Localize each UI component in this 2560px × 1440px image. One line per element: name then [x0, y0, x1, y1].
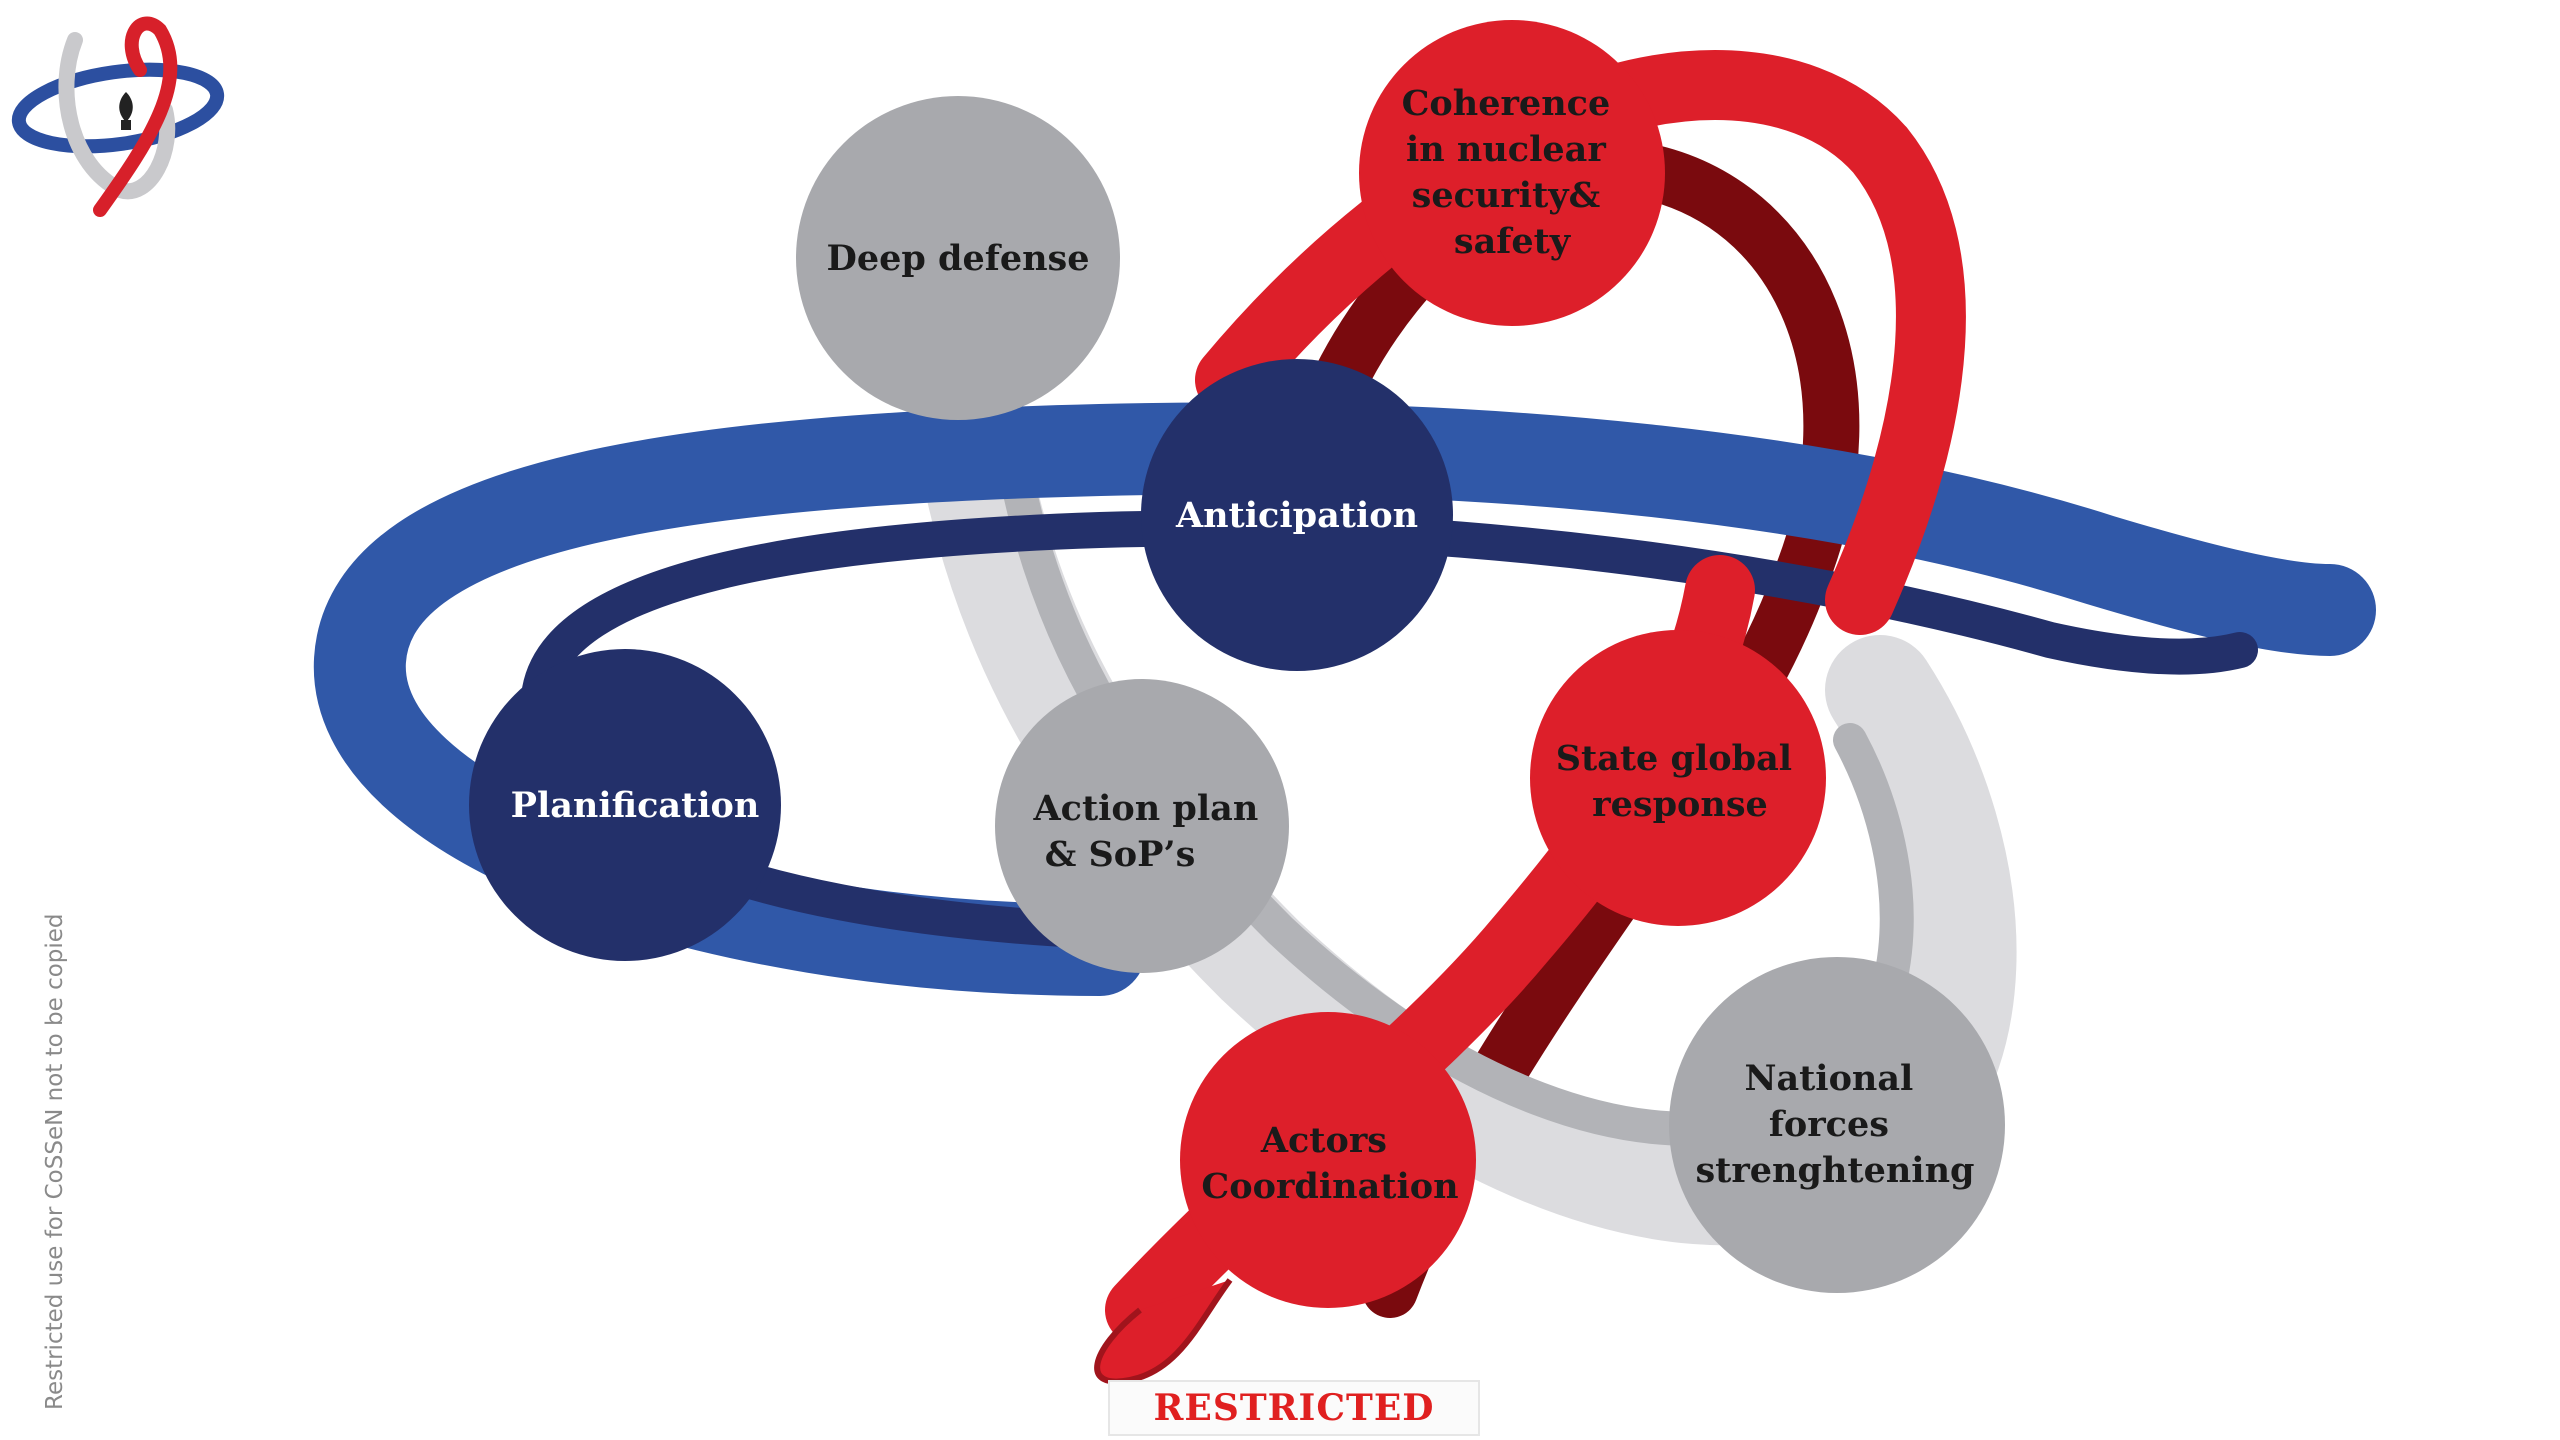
node-actors-coordination: Actors Coordination — [1180, 1012, 1476, 1308]
node-deep-defense: Deep defense — [796, 96, 1120, 420]
gray-band — [905, 295, 2017, 1246]
node-label-national-forces: National forces strenghtening — [1695, 1058, 1974, 1191]
node-action-plan: Action plan & SoP’s — [995, 679, 1289, 973]
node-planification: Planification — [469, 649, 781, 961]
node-anticipation: Anticipation — [1141, 359, 1453, 671]
node-label-action-plan: Action plan & SoP’s — [1033, 788, 1271, 875]
atom-emblem-icon — [11, 16, 225, 217]
node-label-coherence: Coherence in nuclear security& safety — [1402, 83, 1623, 262]
node-coherence: Coherence in nuclear security& safety — [1359, 20, 1665, 326]
side-note: Restricted use for CoSSeN not to be copi… — [42, 913, 68, 1410]
node-label-deep-defense: Deep defense — [826, 238, 1089, 279]
node-label-actors-coordination: Actors Coordination — [1201, 1120, 1458, 1207]
node-national-forces: National forces strenghtening — [1669, 957, 2005, 1293]
node-label-planification: Planification — [511, 785, 760, 826]
restricted-label: RESTRICTED — [1108, 1380, 1480, 1436]
node-state-response: State global response — [1530, 630, 1826, 926]
node-label-state-response: State global response — [1556, 738, 1805, 825]
node-label-anticipation: Anticipation — [1175, 495, 1418, 536]
